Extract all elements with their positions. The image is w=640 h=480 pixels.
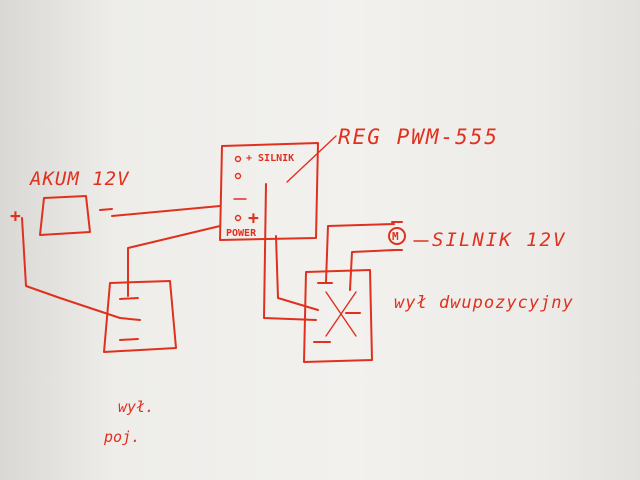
terminal-motor-plus [234, 155, 242, 163]
wire-reverser-to-motor-top [325, 223, 395, 283]
wires [21, 183, 397, 321]
terminal-power-minus [234, 214, 242, 222]
battery-label: AKUM 12V [29, 168, 130, 190]
terminal-motor-plus-label: + SILNIK [246, 153, 294, 164]
regulator-label-leader [286, 135, 337, 183]
onoff-switch-contact-2 [119, 317, 141, 321]
motor: M [388, 221, 429, 251]
onoff-switch-label-line1: wył. [118, 398, 154, 416]
battery-box [39, 195, 91, 236]
wire-regulator-to-reverser-2 [275, 235, 319, 311]
reversing-switch-label: wył dwupozycyjny [394, 293, 574, 313]
onoff-switch [103, 280, 177, 353]
onoff-switch-label-line2: poj. [103, 428, 140, 446]
labels: REG PWM-555 AKUM 12V SILNIK 12V wył dwup… [29, 125, 574, 446]
motor-symbol-letter: M [392, 230, 399, 243]
terminal-power-label: POWER [226, 228, 257, 239]
battery-minus-sign [99, 208, 113, 211]
battery-plus-sign: + [10, 206, 21, 227]
regulator-box [219, 142, 319, 241]
reversing-switch [303, 269, 373, 363]
wire-battery-plus-to-switch [21, 217, 121, 319]
regulator-module: + SILNIK + POWER [219, 135, 337, 241]
battery: + [10, 195, 113, 236]
wire-battery-minus-to-regulator [111, 205, 221, 217]
onoff-switch-contact-3 [119, 338, 139, 341]
terminal-power-plus-label: + [248, 208, 259, 229]
wire-switch-to-power [127, 225, 221, 297]
motor-symbol [388, 227, 406, 245]
terminal-motor-minus [234, 172, 242, 180]
regulator-label: REG PWM-555 [338, 125, 499, 149]
motor-label: SILNIK 12V [432, 229, 566, 251]
onoff-switch-box [103, 280, 177, 353]
wire-regulator-to-reverser-1 [263, 183, 317, 321]
reversing-switch-box [303, 269, 373, 363]
onoff-switch-contact-1 [119, 297, 139, 300]
wire-reverser-to-motor-bottom [349, 249, 397, 291]
reversing-switch-cross-b [325, 291, 357, 337]
